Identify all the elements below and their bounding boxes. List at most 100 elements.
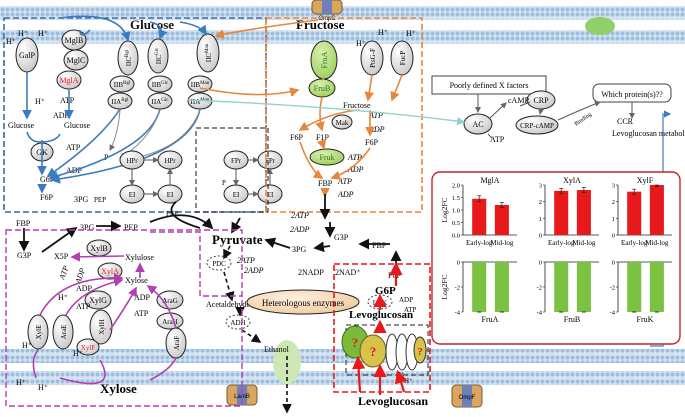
y-tick-label: 3 <box>539 183 542 190</box>
svg-text:ATP: ATP <box>337 177 352 186</box>
svg-text:ATP: ATP <box>76 302 91 311</box>
y-tick-label: 1.0 <box>452 208 460 215</box>
ac-enzyme: AC <box>463 113 493 135</box>
svg-text:ATP: ATP <box>134 309 149 318</box>
svg-text:H⁺: H⁺ <box>22 341 32 350</box>
y-tick-label: -2 <box>610 285 615 292</box>
panel-title: FruA <box>482 315 499 324</box>
svg-text:MglA: MglA <box>59 76 78 85</box>
bar-mid-log <box>576 190 591 235</box>
svg-text:ATP: ATP <box>368 111 383 120</box>
svg-text:ADP: ADP <box>134 293 151 302</box>
svg-text:XylG: XylG <box>89 296 107 305</box>
levoglucosan-outer-label: Levoglucosan <box>358 394 428 408</box>
bar-early-log <box>627 262 642 312</box>
svg-text:Heterologous enzymes: Heterologous enzymes <box>262 298 345 308</box>
svg-text:AC: AC <box>472 120 483 129</box>
y-tick-label: 3 <box>612 183 615 190</box>
svg-text:Glucose: Glucose <box>8 121 35 130</box>
svg-text:2ADP: 2ADP <box>244 266 264 275</box>
xylh-transporter: XylH <box>89 309 113 345</box>
svg-text:H⁺: H⁺ <box>6 37 16 46</box>
mak-enzyme: Mak <box>331 114 353 130</box>
fucp-transporter: FucP <box>390 40 414 76</box>
mglb-transporter: MglB <box>61 29 87 51</box>
svg-text:Xylulose: Xylulose <box>125 253 154 262</box>
svg-text:H⁺: H⁺ <box>35 97 45 106</box>
xyla-enzyme: XylA <box>97 262 123 280</box>
crp-camp-complex: CRP-cAMP <box>515 115 559 135</box>
svg-text:H⁺: H⁺ <box>378 28 388 37</box>
galp-transporter: GalP <box>15 37 39 73</box>
ptsgf-transporter: PtsG-F <box>360 40 384 76</box>
svg-text:Fruk: Fruk <box>319 153 334 162</box>
bar-mid-log <box>649 262 664 312</box>
svg-text:PDC: PDC <box>212 260 226 268</box>
svg-text:ATP: ATP <box>57 264 71 281</box>
panel-title: MglA <box>480 176 499 185</box>
svg-text:ATP: ATP <box>60 96 75 105</box>
svg-text:FPr: FPr <box>265 157 276 165</box>
y-tick-label: 2.0 <box>452 183 460 190</box>
hpr-2: HPr <box>157 150 183 170</box>
svg-text:IICMan: IICMan <box>205 43 213 62</box>
svg-text:FPr: FPr <box>231 157 242 165</box>
xylb-enzyme: XylB <box>86 239 112 257</box>
svg-text:H⁺: H⁺ <box>356 39 366 48</box>
y-tick-label: 2 <box>612 199 615 206</box>
regulation-arrows <box>475 94 635 139</box>
y-tick-label: -2 <box>455 285 460 292</box>
svg-text:MglB: MglB <box>65 36 84 45</box>
iic-man-transporter: IICMan <box>196 33 220 73</box>
svg-text:IIBGlc: IIBGlc <box>152 81 169 89</box>
svg-text:XylH: XylH <box>98 319 106 335</box>
fpr-2: FPr <box>257 150 283 170</box>
fructose-arrows <box>199 19 403 198</box>
svg-text:Mak: Mak <box>336 119 349 127</box>
y-tick-label: 0 <box>612 260 615 267</box>
lamb-label: LamB <box>234 394 250 400</box>
svg-text:XylF: XylF <box>81 344 96 352</box>
glucose-box <box>3 17 267 213</box>
category-label: Mid-log <box>572 239 595 247</box>
fructose-title: Fructose <box>296 17 345 32</box>
levo-transport-box <box>345 324 429 376</box>
svg-text:H⁺: H⁺ <box>18 29 28 38</box>
svg-text:XylB: XylB <box>90 244 107 253</box>
ei-2: EI <box>157 184 183 204</box>
ompc-label: OmpC <box>318 16 336 22</box>
svg-text:AraG: AraG <box>162 297 178 305</box>
svg-text:2ADP: 2ADP <box>290 225 310 234</box>
bar-mid-log <box>494 262 509 312</box>
svg-text:cAMP: cAMP <box>508 96 529 105</box>
log2fc-charts: 0.00.51.01.52.0Early-logMid-logMglALog2F… <box>440 176 672 324</box>
svg-text:EI: EI <box>129 191 136 199</box>
arah-transporter: AraH <box>156 312 184 330</box>
pdc-enzyme: PDC <box>206 255 232 271</box>
svg-text:H⁺: H⁺ <box>38 29 48 38</box>
bar-early-log <box>472 262 487 312</box>
y-axis-label: Log2FC <box>440 197 449 222</box>
svg-text:H⁺: H⁺ <box>38 383 48 392</box>
svg-text:2NADP: 2NADP <box>298 268 324 277</box>
y-tick-label: -4 <box>610 310 616 317</box>
svg-text:Acetaldehyde: Acetaldehyde <box>206 300 250 309</box>
frua-transporter: FruA <box>310 40 338 80</box>
fpr-subbox <box>195 127 269 213</box>
x-factors-box <box>431 75 547 95</box>
x-factors-label: Poorly defined X factors <box>450 81 529 90</box>
unknown-transporter-2: ? <box>359 334 387 368</box>
membrane-vesicle <box>585 17 615 35</box>
svg-text:2ATP: 2ATP <box>291 211 309 220</box>
svg-text:2ATP: 2ATP <box>237 256 255 265</box>
svg-text:H⁺: H⁺ <box>58 293 68 302</box>
fructose-metabolites: H⁺ H⁺ H⁺ P Fructose ATP ADP F6P F1P F6P … <box>290 28 416 199</box>
bar-early-log <box>554 262 569 312</box>
glycolysis-pep-left: PEP <box>124 223 138 232</box>
y-tick-label: 0.0 <box>452 233 460 240</box>
fruk-enzyme: Fruk <box>309 148 345 166</box>
xylg-transporter: XylG <box>84 290 112 310</box>
bar-mid-log <box>576 262 591 312</box>
